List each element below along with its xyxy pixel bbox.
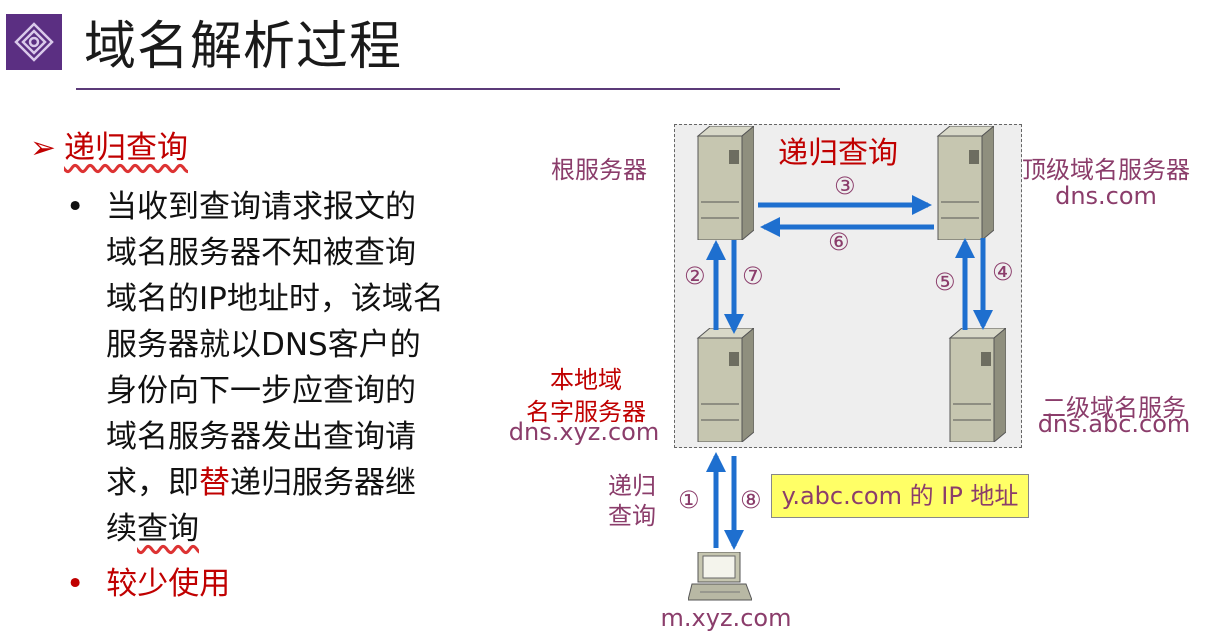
root-server-label: 根服务器 [551, 156, 647, 184]
local-server-domain: dns.xyz.com [508, 418, 660, 446]
description-text-cont: 递归服务器继 续 [106, 465, 416, 547]
step-6: ⑥ [828, 228, 850, 256]
step-8: ⑧ [740, 486, 762, 514]
tld-server-icon [936, 126, 994, 240]
step-5: ⑤ [934, 268, 956, 296]
second-level-server-icon [948, 328, 1006, 442]
tld-server-domain: dns.com [1055, 182, 1157, 210]
local-server-label-2: 名字服务器 [526, 398, 646, 426]
recursive-query-label-1: 递归 [608, 472, 656, 500]
arrow-bullet-icon: ➢ [30, 130, 56, 166]
section-heading: ➢递归查询 [30, 122, 188, 167]
step-2: ② [684, 262, 706, 290]
description-paragraph: 当收到查询请求报文的 域名服务器不知被查询 域名的IP地址时，该域名 服务器就以… [106, 184, 466, 552]
step-7: ⑦ [742, 262, 764, 290]
diagram-title: 递归查询 [778, 136, 898, 171]
description-wavy: 查询 [137, 511, 199, 547]
tld-server-label: 顶级域名服务器 [1022, 156, 1190, 184]
step-3: ③ [834, 172, 856, 200]
heading-text: 递归查询 [63, 130, 188, 166]
recursive-query-label-2: 查询 [608, 502, 656, 530]
rarely-used-text: 较少使用 [106, 566, 231, 602]
bullet-dot: • [66, 189, 85, 225]
description-highlight: 替 [199, 465, 230, 501]
client-label: m.xyz.com [660, 604, 792, 632]
logo-icon [6, 14, 62, 70]
client-computer-icon [688, 552, 752, 601]
step-1: ① [678, 486, 700, 514]
bullet-dot: • [66, 566, 85, 602]
local-server-icon [696, 328, 754, 442]
step-4: ④ [992, 258, 1014, 286]
root-server-icon [696, 126, 754, 240]
ip-answer-box: y.abc.com 的 IP 地址 [771, 474, 1029, 518]
local-server-label-1: 本地域 [550, 366, 622, 394]
title-divider [76, 88, 840, 90]
second-level-server-label: 二级域名服务 [1042, 394, 1186, 422]
page-title: 域名解析过程 [84, 17, 403, 77]
second-level-server-domain: dns.abc.com [1037, 410, 1191, 438]
bullet-rarely-used: • 较少使用 [66, 558, 230, 603]
description-text: 当收到查询请求报文的 域名服务器不知被查询 域名的IP地址时，该域名 服务器就以… [106, 189, 444, 501]
